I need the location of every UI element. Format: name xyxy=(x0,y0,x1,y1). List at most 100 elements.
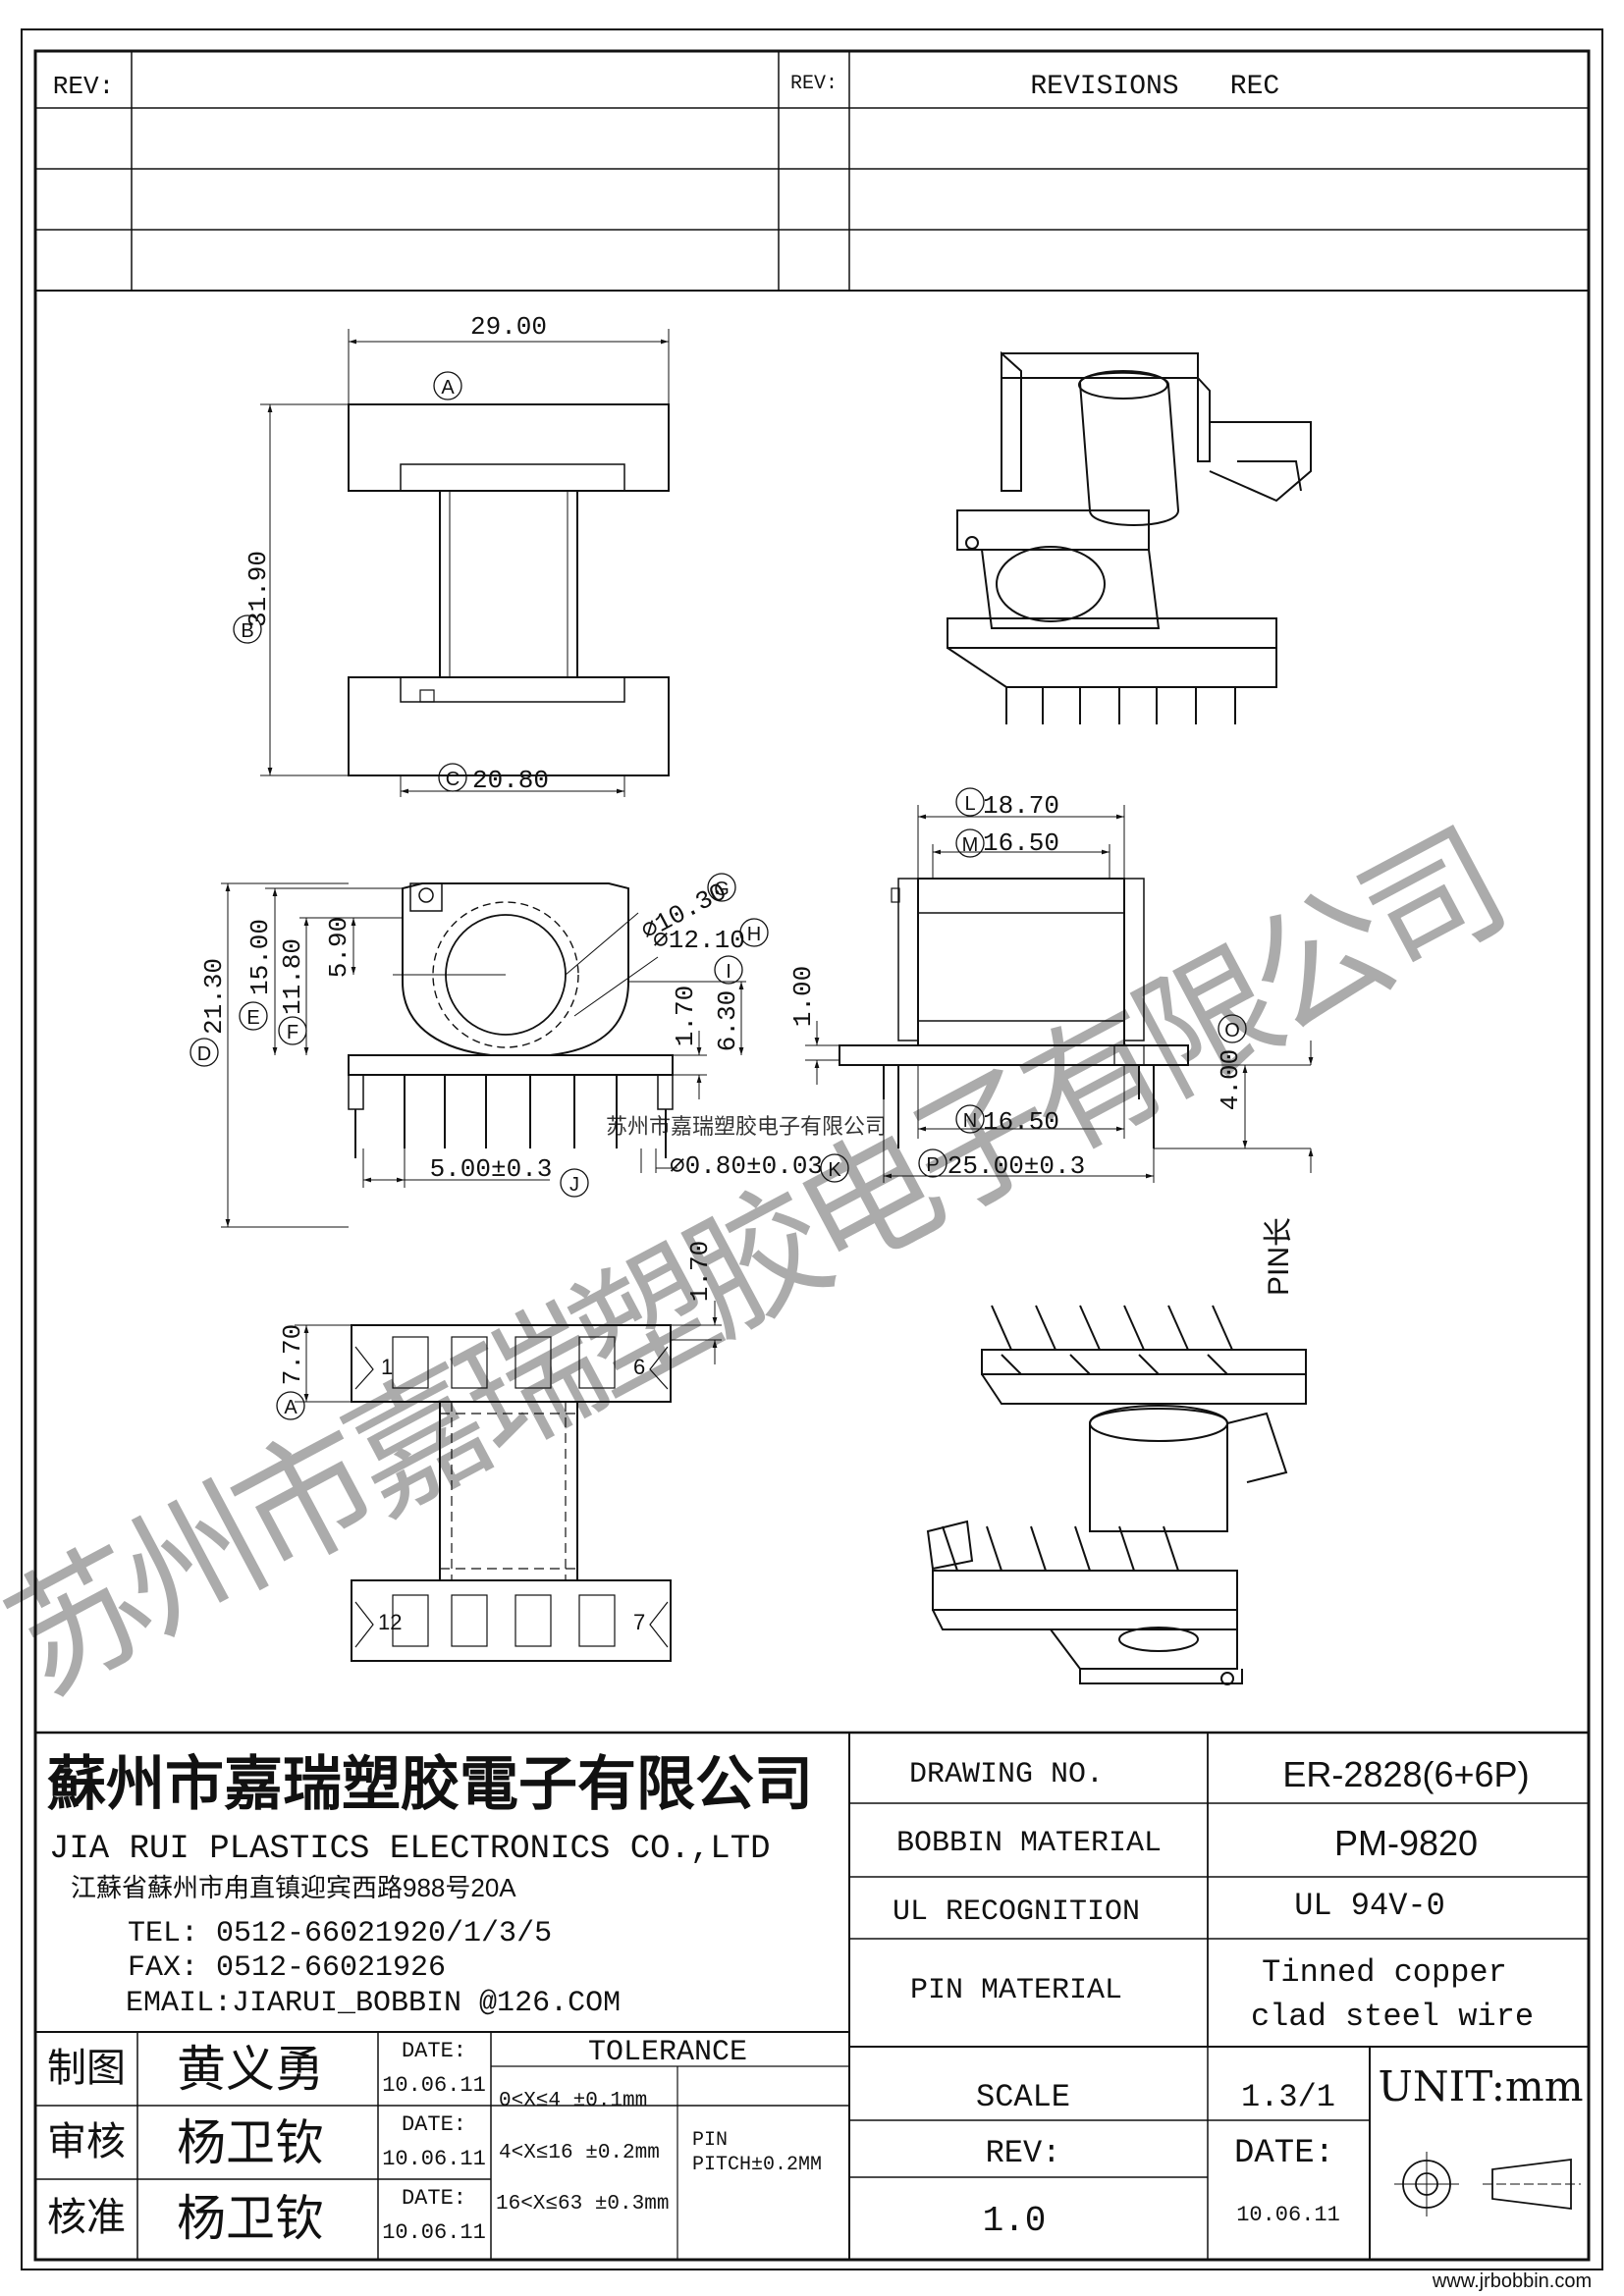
dim-bottom-a-value: 7.70 xyxy=(278,1324,307,1385)
sheet-border xyxy=(21,28,1603,2270)
watermark-brush: 苏州市嘉瑞塑胶电子有限公司 xyxy=(0,804,1524,1724)
dim-n-value: 16.50 xyxy=(983,1107,1059,1137)
dim-o-value: 4.00 xyxy=(1216,1049,1245,1110)
approval-date-1: 10.06.11 xyxy=(382,2073,486,2098)
approval-name-3: 杨卫钦 xyxy=(177,2190,324,2247)
projection-symbol-icon xyxy=(1394,2152,1581,2216)
dim-b-label: B xyxy=(241,620,253,642)
rev-label-left: REV: xyxy=(53,72,114,101)
tolerance-row-3: 16<X≤63 ±0.3mm xyxy=(496,2193,669,2216)
date-value: 10.06.11 xyxy=(1236,2203,1340,2227)
pin-material-label: PIN MATERIAL xyxy=(910,1974,1122,2007)
scale-label: SCALE xyxy=(976,2079,1070,2115)
dim-c-value: 20.80 xyxy=(472,766,549,795)
dim-p-value: 25.00±0.3 xyxy=(947,1151,1085,1181)
dim-c-label: C xyxy=(446,769,460,790)
dim-f-value: 11.80 xyxy=(278,938,307,1015)
rev-label: REV: xyxy=(986,2135,1061,2171)
revision-table: REV: REV: REVISIONS REC xyxy=(35,51,1589,292)
dim-k-value: ⌀0.80±0.03 xyxy=(670,1151,823,1181)
company-name-cn: 蘇州市嘉瑞塑胶電子有限公司 xyxy=(47,1750,813,1819)
company-name-en: JIA RUI PLASTICS ELECTRONICS CO.,LTD xyxy=(49,1831,771,1868)
top-view: 29.00 A 31.90 B C 20.80 xyxy=(233,312,670,797)
dim-g-label: G xyxy=(714,879,730,900)
dim-e-label: E xyxy=(246,1007,259,1029)
dim-b-value: 31.90 xyxy=(244,551,273,627)
pin-1-label: 1 xyxy=(381,1355,393,1379)
ul-recognition-value: UL 94V-0 xyxy=(1294,1888,1445,1924)
company-fax: FAX: 0512-66021926 xyxy=(128,1951,446,1985)
side-view: L 18.70 M 16.50 1.00 N 16.50 P 25.00±0.3… xyxy=(788,787,1314,1296)
drawing-no-label: DRAWING NO. xyxy=(909,1758,1104,1791)
pin-material-line1: Tinned copper xyxy=(1262,1954,1507,1991)
dim-i-value: 6.30 xyxy=(713,990,742,1051)
approval-name-1: 黄义勇 xyxy=(177,2041,324,2098)
dim-a-label: A xyxy=(441,377,455,399)
dim-j-label: J xyxy=(569,1174,579,1196)
bobbin-material-value: PM-9820 xyxy=(1334,1823,1478,1863)
approval-date-label-2: DATE: xyxy=(402,2112,466,2137)
iso-view-bottom xyxy=(926,1305,1307,1685)
company-tel: TEL: 0512-66021920/1/3/5 xyxy=(128,1917,552,1950)
dim-step-value: 1.00 xyxy=(788,966,818,1027)
dim-center-value: 5.90 xyxy=(324,917,353,978)
bottom-view: 1 6 12 7 7.70 A 1.70 xyxy=(276,1241,722,1662)
pin-material-line2: clad steel wire xyxy=(1251,1999,1534,2035)
tolerance-title: TOLERANCE xyxy=(588,2036,747,2069)
dim-l-label: L xyxy=(964,793,975,815)
bobbin-material-label: BOBBIN MATERIAL xyxy=(896,1827,1162,1860)
approval-date-3: 10.06.11 xyxy=(382,2220,486,2245)
approval-role-2: 审核 xyxy=(47,2119,126,2164)
dim-m-value: 16.50 xyxy=(983,828,1059,858)
pin-12-label: 12 xyxy=(378,1610,402,1634)
approval-date-2: 10.06.11 xyxy=(382,2147,486,2171)
dim-p-label: P xyxy=(926,1154,939,1176)
dim-h-label: H xyxy=(747,924,761,945)
dim-d-value: 21.30 xyxy=(199,958,229,1035)
dim-bottom-a-label: A xyxy=(284,1397,298,1418)
dim-d-label: D xyxy=(197,1043,211,1065)
title-block: 蘇州市嘉瑞塑胶電子有限公司 JIA RUI PLASTICS ELECTRONI… xyxy=(35,1731,1589,2260)
approval-role-1: 制图 xyxy=(47,2046,126,2091)
dim-j-value: 5.00±0.3 xyxy=(430,1154,553,1184)
dim-m-label: M xyxy=(962,834,979,856)
dim-o-label: O xyxy=(1224,1020,1240,1041)
tolerance-pin-label: PIN xyxy=(692,2129,728,2152)
pin-7-label: 7 xyxy=(633,1610,645,1634)
dim-l-value: 18.70 xyxy=(983,791,1059,821)
approval-date-label-1: DATE: xyxy=(402,2039,466,2063)
dim-a-value: 29.00 xyxy=(470,312,547,342)
footer-url: www.jrbobbin.com xyxy=(1432,2270,1592,2292)
revisions-header: REVISIONS xyxy=(1030,72,1178,102)
dim-h-value: ⌀12.10 xyxy=(653,926,745,955)
dim-e-value: 15.00 xyxy=(245,919,275,995)
tolerance-row-1: 0<X≤4 ±0.1mm xyxy=(499,2090,647,2112)
dim-flange-value: 1.70 xyxy=(671,986,700,1046)
front-view: 21.30 D 15.00 E 11.80 F 5.90 ⌀10.30 G ⌀1… xyxy=(189,873,849,1228)
rev-value: 1.0 xyxy=(983,2201,1047,2241)
pin-length-label: PIN长 xyxy=(1263,1217,1295,1296)
approval-date-label-3: DATE: xyxy=(402,2186,466,2211)
company-email: EMAIL:JIARUI_BOBBIN @126.COM xyxy=(126,1987,621,2020)
rec-header: REC xyxy=(1230,72,1279,102)
tolerance-row-2: 4<X≤16 ±0.2mm xyxy=(499,2142,660,2164)
dim-f-label: F xyxy=(287,1022,298,1043)
scale-value: 1.3/1 xyxy=(1241,2079,1335,2115)
dim-k-label: K xyxy=(828,1159,841,1181)
dim-n-label: N xyxy=(963,1110,977,1132)
dim-bottom-top-value: 1.70 xyxy=(685,1241,715,1302)
iso-view-top xyxy=(947,350,1312,724)
approval-name-2: 杨卫钦 xyxy=(177,2114,324,2171)
ul-recognition-label: UL RECOGNITION xyxy=(893,1896,1140,1929)
rev-label-right: REV: xyxy=(790,73,838,95)
unit-label: UNIT:mm xyxy=(1378,2062,1583,2110)
approval-role-3: 核准 xyxy=(47,2195,126,2240)
watermark-center: 苏州市嘉瑞塑胶电子有限公司 xyxy=(606,1114,887,1139)
dim-i-label: I xyxy=(726,961,731,983)
company-address: 江蘇省蘇州市甪直镇迎宾西路988号20A xyxy=(71,1873,516,1902)
drawing-no-value: ER-2828(6+6P) xyxy=(1282,1754,1529,1794)
tolerance-pin-pitch: PITCH±0.2MM xyxy=(692,2154,822,2176)
pin-6-label: 6 xyxy=(633,1355,645,1379)
date-label: DATE: xyxy=(1234,2135,1334,2172)
